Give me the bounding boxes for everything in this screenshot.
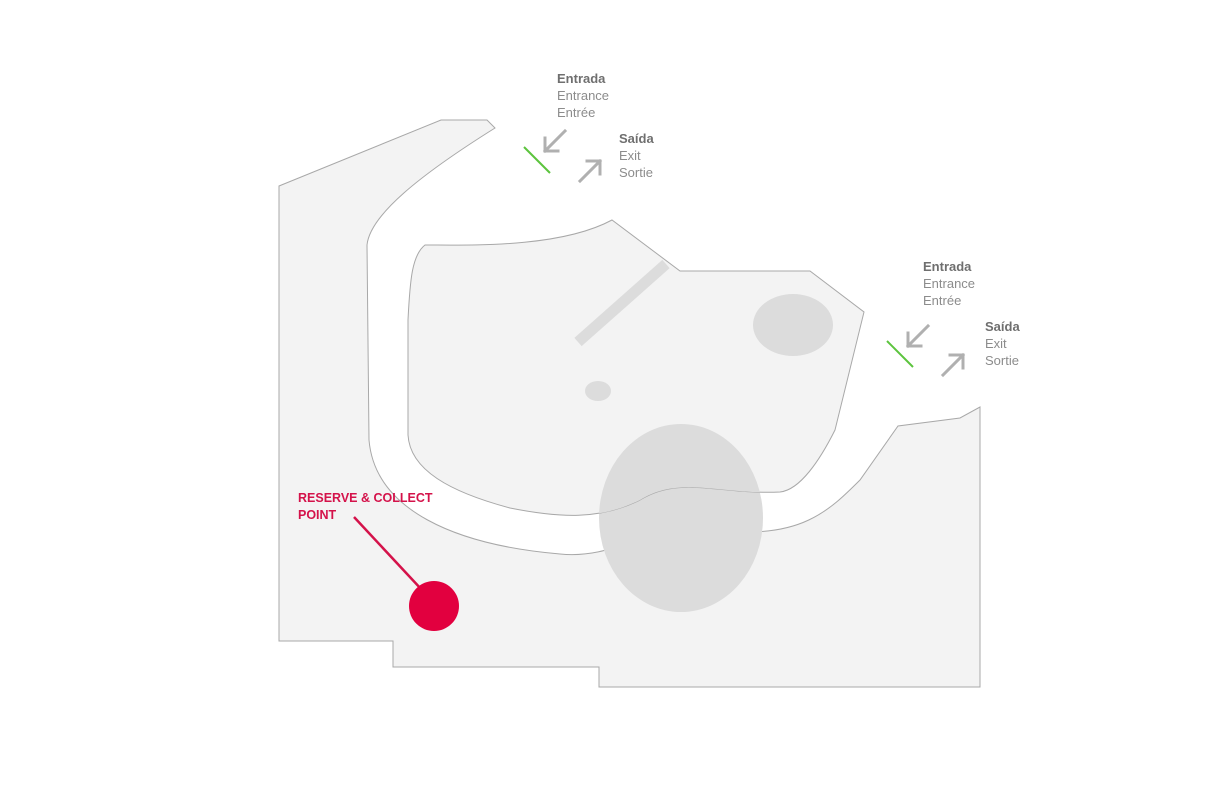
entry-arrow-icon [542,128,568,154]
door-marker-2 [886,340,914,368]
reserve-collect-pointer [353,516,423,591]
exit-label-1: Saída Exit Sortie [619,130,654,181]
entrance-label-fr: Entrée [923,293,962,308]
entrance-label-2: Entrada Entrance Entrée [923,258,975,309]
display-area-right [753,294,833,356]
exit-label-pt: Saída [619,131,654,146]
exit-label-fr: Sortie [985,353,1019,368]
door-marker-1 [523,146,551,174]
exit-label-2: Saída Exit Sortie [985,318,1020,369]
reserve-collect-label: RESERVE & COLLECT POINT [298,491,433,522]
entrance-label-1: Entrada Entrance Entrée [557,70,609,121]
display-area-small [585,381,611,401]
exit-arrow-icon [940,352,966,378]
entry-arrow-icon [905,323,931,349]
floor-area [278,119,981,688]
reserve-collect-marker[interactable] [409,581,459,631]
entrance-label-fr: Entrée [557,105,596,120]
exit-arrow-icon [577,158,603,184]
entrance-label-pt: Entrada [923,259,972,274]
exit-label-en: Exit [985,336,1007,351]
exit-label-en: Exit [619,148,641,163]
exit-label-pt: Saída [985,319,1020,334]
exit-label-fr: Sortie [619,165,653,180]
entrance-label-en: Entrance [923,276,976,291]
entrance-label-en: Entrance [557,88,610,103]
display-area-large-top [599,424,763,516]
shelf-diagonal [574,259,670,347]
entrance-label-pt: Entrada [557,71,606,86]
